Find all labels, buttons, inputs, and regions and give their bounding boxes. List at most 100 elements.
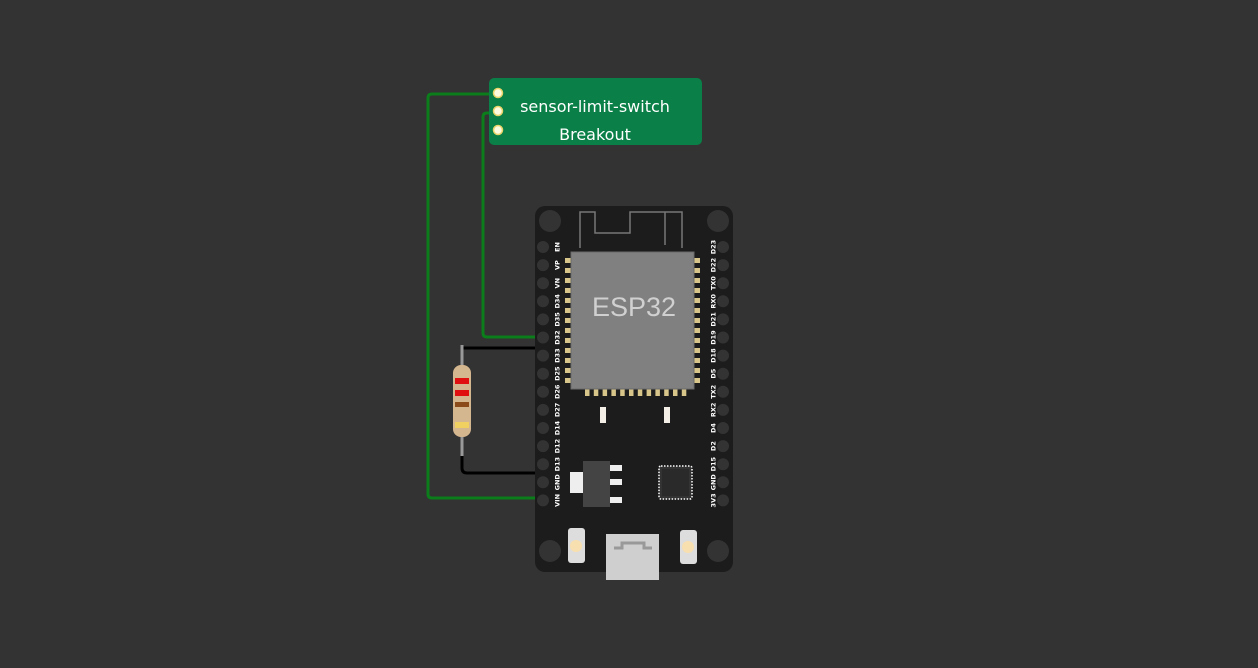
mount-hole <box>539 540 561 562</box>
breakout-subtitle: Breakout <box>559 125 631 144</box>
pin-right-tx2[interactable] <box>717 385 729 398</box>
esp32-chip <box>570 251 695 390</box>
pin-right-gnd[interactable] <box>717 476 729 489</box>
chip-pad <box>593 388 599 396</box>
pin-right-d19[interactable] <box>717 331 729 344</box>
chip-pad <box>629 388 634 396</box>
pin-left-vin[interactable] <box>537 494 549 507</box>
pin-left-en[interactable] <box>537 241 549 253</box>
pin-right-d2[interactable] <box>717 440 729 453</box>
pin-right-d21[interactable] <box>717 313 729 326</box>
breakout-pin-3[interactable] <box>492 124 504 136</box>
pin-left-d25[interactable] <box>537 367 549 380</box>
chip-pad <box>693 278 700 283</box>
chip-pad <box>693 298 700 303</box>
pin-right-tx0[interactable] <box>717 277 729 290</box>
breakout-pin-1[interactable] <box>492 87 504 99</box>
breakout-title: sensor-limit-switch <box>520 97 670 116</box>
pin-label: D25 <box>553 366 561 381</box>
pin-left-d34[interactable] <box>537 295 549 308</box>
pin-left-vp[interactable] <box>537 259 549 272</box>
en-button[interactable] <box>680 530 697 564</box>
pin-right-d23[interactable] <box>717 241 729 253</box>
pin-label: EN <box>553 242 561 252</box>
chip-pad <box>565 368 572 373</box>
chip-pad <box>602 388 608 396</box>
pin-label: D22 <box>709 258 717 272</box>
wire-resistor-to-d32[interactable] <box>462 337 547 350</box>
pin-label: VP <box>553 260 561 270</box>
pin-label: VIN <box>553 494 561 507</box>
led <box>664 407 670 423</box>
led <box>600 407 606 423</box>
pin-label: VN <box>553 278 561 288</box>
pin-left-d32[interactable] <box>537 331 549 344</box>
wire-resistor-to-gnd[interactable] <box>460 455 547 484</box>
chip-pad <box>646 388 652 396</box>
chip-pad <box>693 318 700 323</box>
pin-left-d35[interactable] <box>537 313 549 326</box>
chip-pad <box>693 328 700 333</box>
pin-left-vn[interactable] <box>537 277 549 290</box>
chip-pad <box>565 308 572 313</box>
pin-left-d26[interactable] <box>537 385 549 398</box>
pin-right-3v3[interactable] <box>717 494 729 507</box>
pin-label: GND <box>709 474 717 491</box>
esp32-board[interactable]: ESP32 ENVPVND34D35D32D33D25D26D27D14D12D… <box>535 206 733 580</box>
pin-right-d22[interactable] <box>717 259 729 272</box>
wire-d32-to-breakout[interactable] <box>481 111 545 339</box>
pin-label: D23 <box>709 240 717 254</box>
pin-right-rx2[interactable] <box>717 403 729 416</box>
pin-right-rx0[interactable] <box>717 295 729 308</box>
pin-label: RX2 <box>709 403 717 418</box>
mount-hole <box>707 540 729 562</box>
chip-pad <box>565 258 572 263</box>
chip-pad <box>693 348 700 353</box>
chip-pad <box>693 358 700 363</box>
chip-pad <box>693 378 700 383</box>
pin-label: D12 <box>553 439 561 453</box>
usb-uart-chip <box>658 465 693 500</box>
micro-usb-port[interactable] <box>606 534 659 580</box>
pin-label: D4 <box>709 423 717 433</box>
pin-label: D35 <box>553 312 561 327</box>
pin-label: D26 <box>553 384 561 399</box>
pin-right-d15[interactable] <box>717 458 729 471</box>
chip-pad <box>693 338 700 343</box>
pin-label: D2 <box>709 441 717 451</box>
pin-right-d18[interactable] <box>717 349 729 362</box>
pin-label: 3V3 <box>709 493 717 507</box>
pin-label: D14 <box>553 420 561 435</box>
wire-vin-to-breakout[interactable] <box>426 92 545 500</box>
mount-hole <box>707 210 729 232</box>
antenna-trace <box>579 211 683 248</box>
pin-label: D33 <box>553 348 561 362</box>
mount-hole <box>539 210 561 232</box>
pin-right-d5[interactable] <box>717 367 729 380</box>
pin-label: D5 <box>709 368 717 378</box>
resistor[interactable] <box>453 345 471 456</box>
pin-left-d12[interactable] <box>537 440 549 453</box>
voltage-regulator <box>570 461 622 507</box>
pin-label: D32 <box>553 330 561 344</box>
pin-left-d14[interactable] <box>537 422 549 434</box>
boot-button[interactable] <box>568 528 585 563</box>
pin-label: D13 <box>553 457 561 471</box>
breakout-board[interactable]: sensor-limit-switch Breakout <box>489 78 702 145</box>
pin-label: RX0 <box>709 294 717 309</box>
pin-label: D18 <box>709 348 717 363</box>
chip-pad <box>693 308 700 313</box>
pin-left-d33[interactable] <box>537 349 549 362</box>
chip-pad <box>565 268 572 273</box>
pin-label: D19 <box>709 330 717 345</box>
chip-pad <box>664 388 669 396</box>
pin-label: TX0 <box>709 276 717 290</box>
chip-pad <box>620 388 625 396</box>
pin-left-gnd[interactable] <box>537 476 549 489</box>
breakout-pin-2[interactable] <box>492 105 504 117</box>
pin-label: D15 <box>709 457 717 472</box>
chip-pad <box>565 288 572 293</box>
pin-left-d27[interactable] <box>537 403 549 416</box>
pin-right-d4[interactable] <box>717 422 729 434</box>
pin-left-d13[interactable] <box>537 458 549 471</box>
